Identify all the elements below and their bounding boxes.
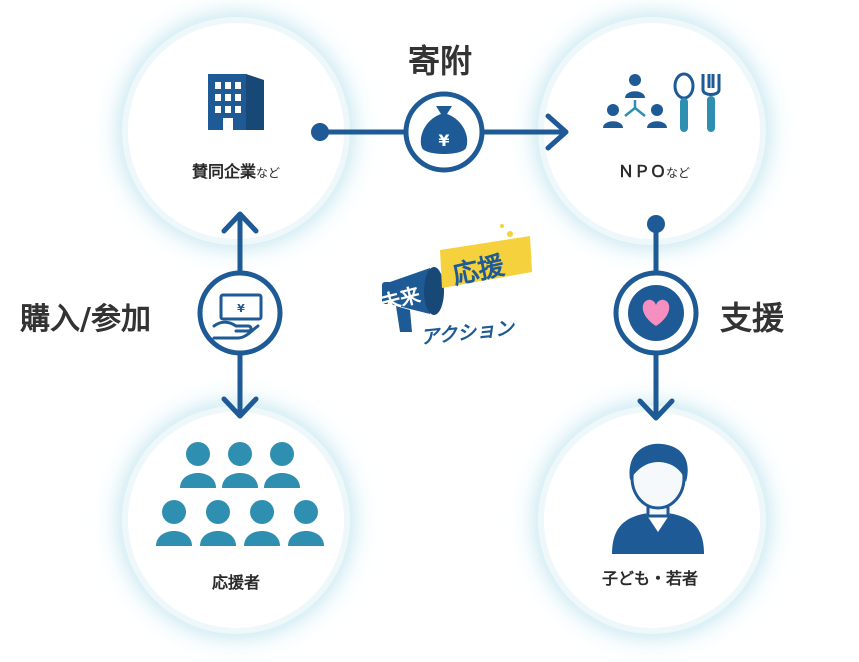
svg-text:¥: ¥ [237,302,245,315]
yen-bill-hand-icon: ¥ [197,270,283,356]
companies-label-text: 賛同企業 [191,162,256,181]
svg-text:¥: ¥ [438,131,449,150]
network-icon [603,74,667,128]
npo-label-suffix: など [666,166,691,180]
npo-circle [544,23,760,239]
companies-label-suffix: など [256,166,281,180]
donation-label: 寄附 [408,42,473,80]
purchase-label: 購入/参加 [20,302,151,337]
support-label: 支援 [720,299,785,337]
dining-icon [673,72,721,132]
npo-label: ＮＰＯなど [594,158,714,182]
companies-label: 賛同企業など [176,158,296,182]
youth-label: 子ども・若者 [601,569,698,588]
yen-moneybag-icon: ¥ [403,91,485,173]
building-icon [208,74,264,130]
crowd-icon [156,442,324,546]
mirai-ouen-action-logo [382,224,532,332]
heart-icon [613,270,699,356]
supporters-label: 応援者 [211,573,260,592]
npo-label-text: ＮＰＯ [617,162,666,181]
companies-circle [128,23,344,239]
person-icon [612,443,704,554]
